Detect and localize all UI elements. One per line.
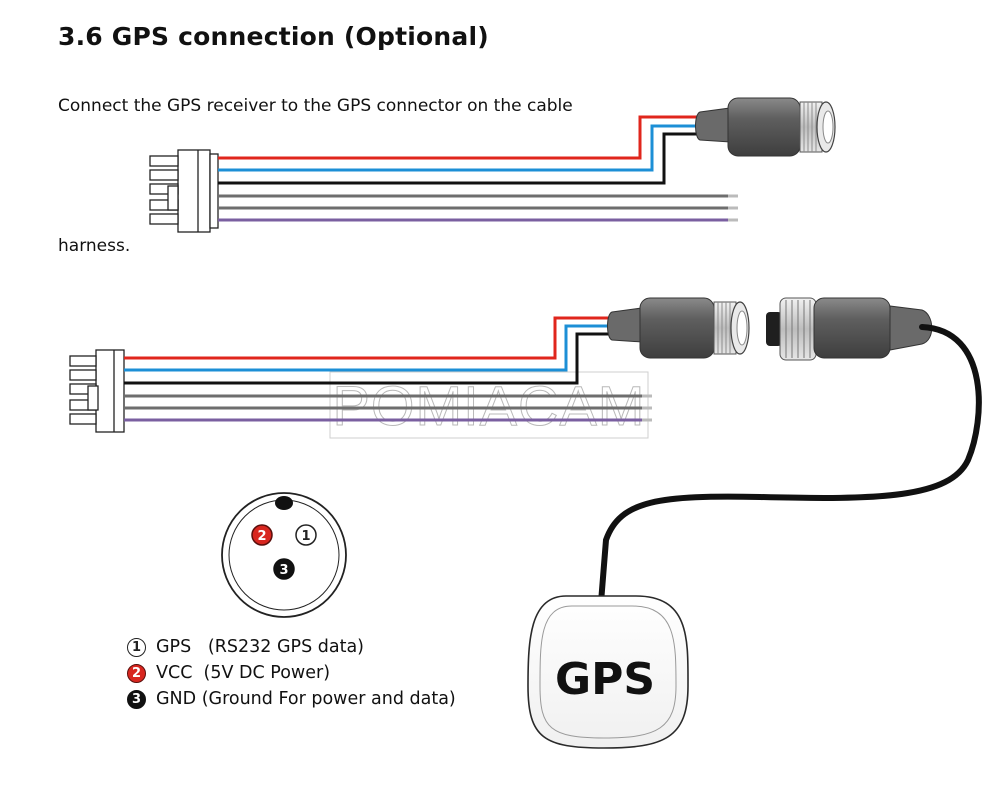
pin-1-badge: 1 xyxy=(127,637,146,657)
pin-1-description: GPS (RS232 GPS data) xyxy=(156,637,365,657)
harness-top xyxy=(149,97,836,233)
pin-3-badge: 3 xyxy=(127,689,146,709)
legend-item-pin-1: 1 GPS (RS232 GPS data) xyxy=(127,634,456,660)
harness-plug-bottom xyxy=(69,349,125,433)
pin-3: 3 xyxy=(273,558,295,580)
pin-3-description: GND (Ground For power and data) xyxy=(156,689,456,709)
pin-3-number: 3 xyxy=(279,563,288,578)
gps-antenna-module: GPS xyxy=(527,595,689,749)
key-notch xyxy=(275,496,293,510)
page-title: 3.6 GPS connection (Optional) xyxy=(58,22,489,51)
gps-connector-top xyxy=(695,97,836,157)
wire-blue xyxy=(124,324,612,372)
harness-bottom xyxy=(69,297,982,618)
wire-black xyxy=(124,332,612,385)
pin-legend: 1 GPS (RS232 GPS data) 2 VCC (5V DC Powe… xyxy=(127,634,456,712)
pin-2-number: 2 xyxy=(257,529,266,544)
legend-item-pin-3: 3 GND (Ground For power and data) xyxy=(127,686,456,712)
wire-red xyxy=(218,115,700,160)
wires-top xyxy=(218,115,738,222)
wire-blue xyxy=(218,124,700,172)
gps-connector-antenna-side xyxy=(766,297,933,361)
gps-antenna-cable xyxy=(597,324,982,618)
instruction-text-line-1: Connect the GPS receiver to the GPS conn… xyxy=(58,96,573,116)
pin-2: 2 xyxy=(251,524,273,546)
wire-black xyxy=(218,132,700,185)
pin-2-description: VCC (5V DC Power) xyxy=(156,663,331,683)
legend-item-pin-2: 2 VCC (5V DC Power) xyxy=(127,660,456,686)
pin-2-badge: 2 xyxy=(127,663,146,683)
pin-1: 1 xyxy=(295,524,317,546)
instruction-text-line-2: harness. xyxy=(58,236,131,256)
gps-module-label: GPS xyxy=(555,654,655,705)
harness-plug-top xyxy=(149,149,219,233)
gps-connector-harness-side xyxy=(607,297,750,359)
wire-red xyxy=(124,316,612,360)
wires-bottom xyxy=(124,316,652,422)
connector-pin-face: 2 1 3 xyxy=(221,492,347,618)
pin-1-number: 1 xyxy=(301,529,310,544)
